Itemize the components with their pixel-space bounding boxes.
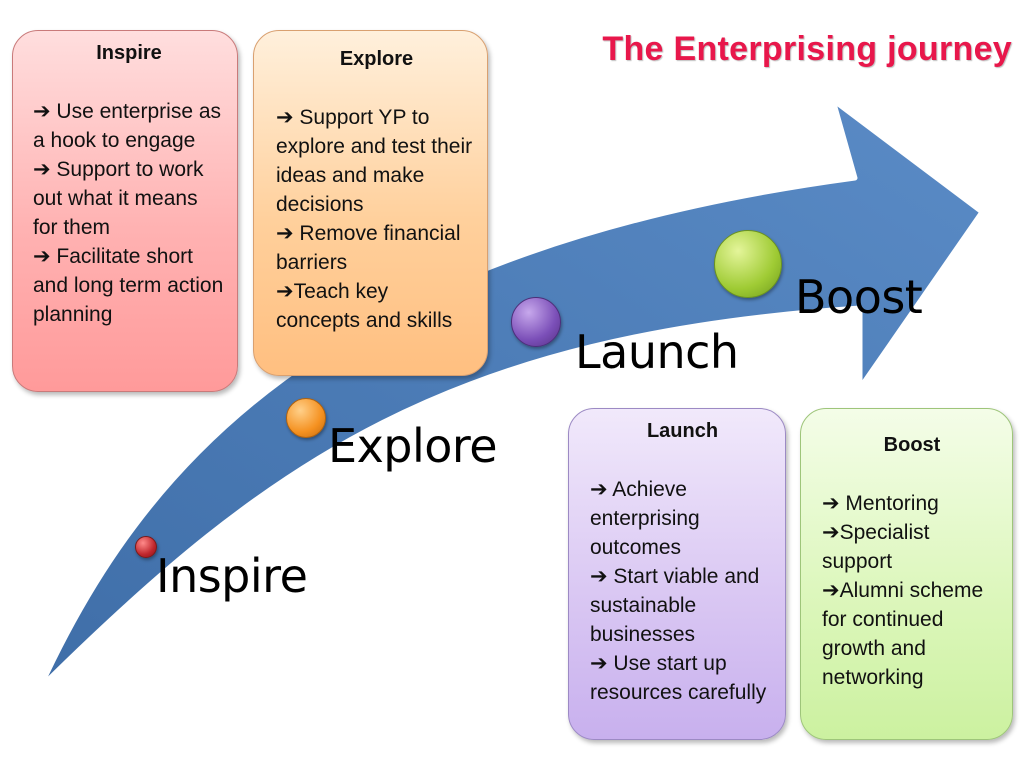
- boost-item: ➔ Mentoring: [822, 492, 939, 515]
- explore-dot: [286, 398, 326, 438]
- boost-box: Boost ➔ Mentoring ➔Specialist support ➔A…: [800, 408, 1013, 740]
- inspire-dot: [135, 536, 157, 558]
- explore-box: Explore ➔ Support YP to explore and test…: [253, 30, 488, 376]
- stage-label-boost: Boost: [795, 270, 923, 324]
- launch-item: ➔ Achieve enterprising outcomes: [590, 478, 700, 559]
- launch-box-heading: Launch: [646, 420, 719, 442]
- launch-box: Launch ➔ Achieve enterprising outcomes ➔…: [568, 408, 786, 740]
- stage-label-explore: Explore: [328, 419, 498, 473]
- boost-dot: [714, 230, 782, 298]
- launch-item: ➔ Start viable and sustainable businesse…: [590, 565, 760, 646]
- inspire-item: ➔ Use enterprise as a hook to engage: [33, 100, 222, 152]
- page-title: The Enterprising journey: [602, 30, 1012, 68]
- boost-box-heading: Boost: [883, 434, 941, 456]
- stage-label-inspire: Inspire: [156, 549, 308, 603]
- explore-item: ➔ Remove financial barriers: [276, 222, 461, 274]
- launch-item: ➔ Use start up resources carefully: [590, 652, 767, 704]
- boost-item: ➔Specialist support: [822, 521, 930, 573]
- explore-box-heading: Explore: [339, 48, 414, 70]
- inspire-box-heading: Inspire: [96, 42, 162, 64]
- inspire-box: Inspire ➔ Use enterprise as a hook to en…: [12, 30, 238, 392]
- explore-item: ➔Teach key concepts and skills: [276, 280, 453, 332]
- inspire-item: ➔ Facilitate short and long term action …: [33, 245, 224, 326]
- stage-label-launch: Launch: [575, 325, 739, 379]
- launch-dot: [511, 297, 561, 347]
- inspire-item: ➔ Support to work out what it means for …: [33, 158, 204, 239]
- boost-item: ➔Alumni scheme for continued growth and …: [822, 579, 984, 689]
- explore-item: ➔ Support YP to explore and test their i…: [276, 106, 473, 216]
